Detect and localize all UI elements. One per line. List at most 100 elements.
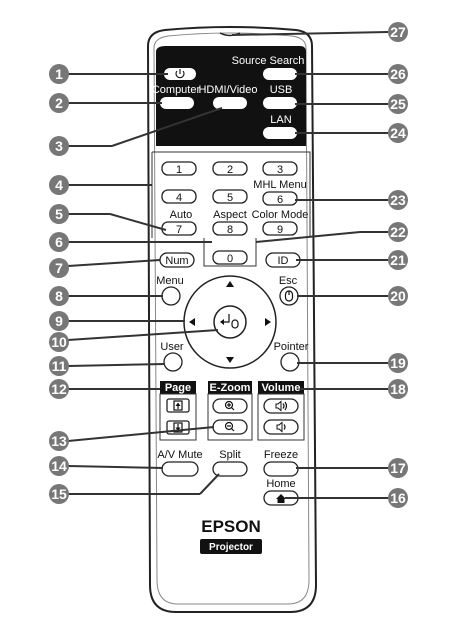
num-0-label: 0 (227, 253, 233, 265)
av-mute-label: A/V Mute (157, 449, 202, 461)
callout-15 (49, 484, 69, 504)
callout-8-label: 8 (55, 288, 63, 304)
auto-label: Auto (170, 209, 193, 221)
callout-19-label: 19 (390, 355, 406, 371)
page-up-icon (173, 400, 183, 411)
callout-8 (49, 286, 69, 306)
volume-down-button[interactable] (263, 419, 299, 435)
callout-18-label: 18 (390, 381, 406, 397)
num-6-button[interactable] (262, 191, 298, 206)
callout-27 (388, 22, 408, 42)
callout-12 (49, 379, 69, 399)
arrow-left-icon (189, 318, 195, 326)
callout-9-label: 9 (55, 313, 63, 329)
callout-7-label: 7 (55, 260, 63, 276)
freeze-button[interactable] (263, 461, 299, 477)
zoom-out-icon (224, 421, 235, 432)
enter-icon (220, 314, 230, 325)
callout-11-label: 11 (52, 358, 67, 374)
num-7-label: 7 (176, 224, 182, 236)
arrow-right-icon (265, 318, 271, 326)
menu-button[interactable] (161, 286, 181, 306)
callout-2 (49, 93, 69, 113)
esc-button[interactable] (279, 286, 299, 306)
num-5-label: 5 (227, 192, 233, 204)
pointer-button[interactable] (280, 352, 300, 372)
num-4-button[interactable] (161, 189, 197, 204)
callout-21-label: 21 (390, 252, 406, 268)
callout-21 (388, 250, 408, 270)
callout-17 (388, 458, 408, 478)
callout-17-label: 17 (390, 460, 406, 476)
user-button[interactable] (163, 352, 183, 372)
callout-18 (388, 379, 408, 399)
lan-button[interactable] (263, 127, 297, 139)
user-label: User (160, 341, 184, 353)
callout-19 (388, 353, 408, 373)
source-search-button[interactable] (263, 68, 297, 80)
callout-5 (49, 204, 69, 224)
callout-26 (388, 64, 408, 84)
arrow-down-icon (226, 357, 234, 363)
callout-26-label: 26 (390, 66, 406, 82)
callout-20-label: 20 (390, 288, 406, 304)
page-frame (159, 393, 197, 441)
num-3-button[interactable] (262, 161, 298, 176)
num-1-button[interactable] (161, 161, 197, 176)
numpad-frame (151, 151, 311, 238)
ezoom-header: E-Zoom (210, 382, 251, 394)
callout-23 (388, 190, 408, 210)
hdmi-video-button[interactable] (213, 97, 247, 109)
callout-3 (49, 136, 69, 156)
num-6-label: 6 (277, 194, 283, 206)
num-2-button[interactable] (212, 161, 248, 176)
aspect-label: Aspect (213, 209, 247, 221)
id-label: ID (278, 255, 289, 267)
callout-14 (49, 456, 69, 476)
page-header: Page (165, 382, 191, 394)
num-5-button[interactable] (212, 189, 248, 204)
callout-11 (49, 356, 69, 376)
callout-13 (49, 431, 69, 451)
av-mute-button[interactable] (161, 461, 199, 477)
usb-button[interactable] (263, 97, 297, 109)
source-search-label: Source Search (232, 55, 305, 67)
callout-6-label: 6 (55, 234, 63, 250)
num-3-label: 3 (277, 164, 283, 176)
callout-25 (388, 94, 408, 114)
callout-22-label: 22 (390, 224, 406, 240)
mouse-icon (284, 290, 294, 302)
lan-label: LAN (270, 114, 291, 126)
projector-badge (200, 539, 262, 554)
callout-23-label: 23 (390, 192, 406, 208)
callout-27-label: 27 (390, 24, 406, 40)
ezoom-header-bg (208, 381, 252, 394)
volume-frame (257, 393, 305, 441)
volume-header-bg (258, 381, 304, 394)
callout-6 (49, 232, 69, 252)
callouts: 1 2 3 4 5 6 7 8 9 10 11 12 13 14 15 16 1… (49, 22, 408, 508)
zoom-in-icon (224, 400, 235, 411)
home-label: Home (266, 478, 295, 490)
num-0-button[interactable] (212, 250, 248, 265)
callout-13-label: 13 (51, 433, 67, 449)
callout-7 (49, 258, 69, 278)
num-8-label: 8 (227, 224, 233, 236)
num-9-button[interactable] (262, 221, 298, 236)
callout-4 (49, 175, 69, 195)
num-4-label: 4 (176, 192, 182, 204)
projector-badge-text: Projector (209, 542, 253, 553)
num-8-button[interactable] (212, 221, 248, 236)
page-header-bg (160, 381, 196, 394)
callout-25-label: 25 (390, 96, 406, 112)
callout-16 (388, 488, 408, 508)
freeze-label: Freeze (264, 449, 298, 461)
enter-button[interactable] (213, 305, 247, 339)
callout-2-label: 2 (55, 95, 63, 111)
zoom-in-button[interactable] (212, 398, 248, 414)
volume-down-icon (276, 421, 286, 433)
split-button[interactable] (212, 461, 248, 477)
enter-mouse-icon (231, 319, 239, 329)
computer-button[interactable] (160, 97, 194, 109)
callout-9 (49, 311, 69, 331)
